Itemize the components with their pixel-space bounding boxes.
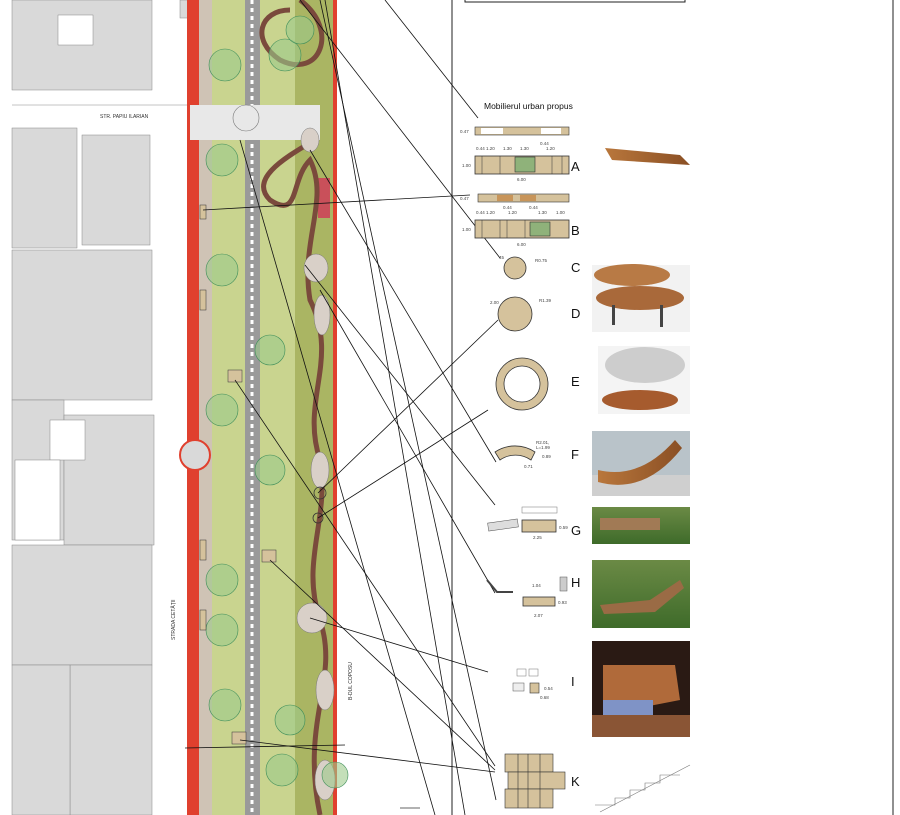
street-label-coposu: B-DUL COPOSU (348, 662, 354, 700)
dimension-label: 1.30 (538, 210, 547, 215)
label-a: A (571, 159, 580, 174)
photo-lounger-h (592, 560, 690, 628)
dimension-label: 1.30 (503, 146, 512, 151)
title-box (464, 0, 686, 3)
legend-title: Mobilierul urban propus (484, 101, 573, 111)
dimension-label: 0.71 (524, 464, 533, 469)
photo-tree-bench-e (598, 346, 690, 414)
furniture-i: 0.54 0.68 I (512, 668, 575, 700)
furniture-g: 0.59 2.25 G (487, 506, 581, 540)
furniture-f: R2.01, L=1.99 0.89 0.71 F (494, 440, 579, 469)
furniture-a: 0.47 0.44 1.20 1.30 1.30 1.20 0.44 1.00 … (460, 126, 580, 182)
photo-seat-i (592, 641, 690, 737)
paved-path (245, 0, 260, 815)
dimension-label: 0.68 (540, 695, 549, 700)
red-feature (318, 178, 330, 218)
photo-round-tables-d (592, 264, 690, 332)
dimension-label: 0.93 (558, 600, 567, 605)
dimension-label: 0.44 (503, 205, 512, 210)
street-label-papiu-ilarian: STR. PAPIU ILARIAN (100, 114, 149, 120)
dimension-label: 0.59 (559, 525, 568, 530)
dimension-label: 45 (499, 255, 505, 260)
dimension-label: 1.20 (546, 146, 555, 151)
dimension-label: L=1.99 (536, 445, 550, 450)
label-e: E (571, 374, 580, 389)
dimension-label: 1.00 (462, 163, 471, 168)
dimension-label: 6.00 (517, 242, 526, 247)
label-f: F (571, 447, 579, 462)
furniture-h: 1.04 0.93 2.07 H (486, 575, 580, 618)
dimension-label: 1.20 (486, 146, 495, 151)
dimension-label: 1.00 (556, 210, 565, 215)
leader-lines (184, 0, 501, 815)
courtyards (14, 14, 94, 541)
dimension-label: 0.89 (542, 454, 551, 459)
label-g: G (571, 523, 581, 538)
dimension-label: R2.01, (536, 440, 549, 445)
dimension-label: 0.44 (476, 210, 485, 215)
dimension-label: 1.30 (520, 146, 529, 151)
label-h: H (571, 575, 580, 590)
dimension-label: R0.75 (535, 258, 548, 263)
photo-bench-a (605, 148, 690, 165)
trees (205, 15, 349, 789)
dimension-label: 0.47 (460, 196, 469, 201)
label-d: D (571, 306, 580, 321)
furniture-e: E (495, 357, 580, 411)
label-b: B (571, 223, 580, 238)
photo-curved-bench-f (592, 431, 690, 496)
dimension-label: 0.54 (544, 686, 553, 691)
label-c: C (571, 260, 580, 275)
red-edge-west (187, 0, 199, 815)
seating-islands (296, 127, 336, 801)
dimension-label: 1.20 (508, 210, 517, 215)
plan-benches (199, 204, 277, 745)
furniture-b: 0.47 0.44 1.20 0.44 1.20 0.44 1.30 1.00 … (460, 193, 580, 247)
dimension-label: 1.20 (486, 210, 495, 215)
buildings (11, 0, 191, 815)
dimension-label: 6.00 (517, 177, 526, 182)
dimension-label: 0.44 (476, 146, 485, 151)
dimension-label: 0.44 (529, 205, 538, 210)
dimension-label: 1.00 (462, 227, 471, 232)
furniture-d: R1.39 2.00 D (490, 296, 580, 332)
dimension-label: 2.00 (490, 300, 499, 305)
dimension-label: 0.44 (540, 141, 549, 146)
furniture-k (504, 753, 566, 809)
stair-section-drawing (595, 764, 691, 813)
dimension-label: R1.39 (539, 298, 552, 303)
dimension-label: 0.47 (460, 129, 469, 134)
red-edge-east (333, 0, 337, 815)
dimension-label: 2.25 (533, 535, 542, 540)
dimension-label: 2.07 (534, 613, 543, 618)
label-i: I (571, 674, 575, 689)
photo-bench-g (592, 507, 690, 544)
label-k: K (571, 774, 580, 789)
dimension-label: 1.04 (532, 583, 541, 588)
furniture-c: R0.75 45 C (499, 255, 580, 280)
street-label-cetatii: STRADA CETĂȚII (170, 599, 177, 640)
